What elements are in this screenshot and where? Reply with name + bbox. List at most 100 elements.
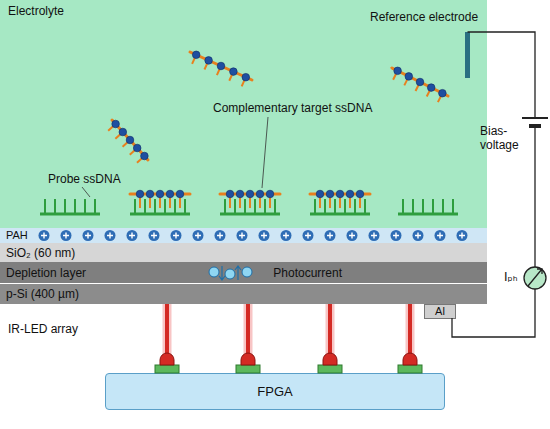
charge-circle [237,230,248,241]
phosphate-charge [236,190,244,198]
dna-strands [40,51,458,214]
base [123,140,130,147]
probe-base [324,199,326,214]
probe-base [44,199,46,214]
target-base [349,194,351,208]
phosphate-charge [166,190,174,198]
depletion-layer: Depletion layerPhotocurrent [0,262,487,283]
target-backbone [220,193,280,196]
phosphate-charge [192,51,200,59]
beam-glow [163,304,172,354]
positive-charge [149,230,160,241]
phosphate-charge [176,190,184,198]
led-label: IR-LED array [8,322,78,336]
fpga-board: FPGA [105,373,445,410]
phosphate-charge [427,84,435,92]
charge-circle [435,230,446,241]
plus-mark [305,233,311,239]
charge-circle [127,230,138,241]
ir-beams [167,304,410,354]
base [438,93,442,102]
beam-glow [406,304,415,354]
base [217,66,221,75]
backbone [112,120,148,160]
led [318,353,342,373]
probe-base [224,199,226,214]
phosphate-charge [405,73,413,81]
probe-base [334,199,336,214]
charge-circle [325,230,336,241]
base [137,156,144,163]
junction-line [0,283,487,284]
ir-beam [246,304,250,354]
probe-base [442,199,444,214]
positive-charge [303,230,314,241]
layer-text: SiO₂ (60 nm) [6,246,75,260]
phosphate-charge [156,190,164,198]
probe-base [54,199,56,214]
phosphate-charge [242,73,250,81]
p-si-substrate: p-Si (400 µm) [0,284,487,304]
probe-base [94,199,96,214]
pah-charges [39,230,468,241]
led-array [155,353,422,373]
charge-circle [369,230,380,241]
battery-symbol [522,118,548,126]
target-backbone [130,193,190,196]
positive-charge [237,230,248,241]
charge-circle [105,230,116,241]
probe-backbone [398,213,458,216]
backbone [392,68,448,96]
probe-base [64,199,66,214]
phosphate-charge [326,190,334,198]
probe-ssdna [40,199,100,214]
base [427,88,431,97]
positive-charge [215,230,226,241]
plus-mark [239,233,245,239]
plus-mark [459,233,465,239]
plus-mark [393,233,399,239]
circuit-wire [452,32,535,337]
probe-label: Probe ssDNA [48,172,121,186]
target-base [339,194,341,208]
phosphate-charge [126,136,134,144]
target-base [249,194,251,208]
ssdna [190,51,252,86]
charge-circle [83,230,94,241]
target-base [329,194,331,208]
led-dome [241,353,255,365]
plus-mark [349,233,355,239]
target-base [139,194,141,208]
led-base [318,365,342,373]
charge-circle [215,230,226,241]
target-base [319,194,321,208]
phosphate-charge [336,190,344,198]
charge-circle [61,230,72,241]
led-base [398,365,422,373]
reference-electrode [465,32,470,78]
ssdna [392,67,448,102]
ir-beam [408,304,412,354]
target-base [259,194,261,208]
beam-glow [244,304,253,354]
charge-circle [347,230,358,241]
layer-text: Electrolyte [8,4,64,18]
positive-charge [457,230,468,241]
positive-charge [39,230,50,241]
charge-circle [39,230,50,241]
target-base [359,194,361,208]
probe-ssdna [398,199,458,214]
charge-circle [457,230,468,241]
base [416,82,420,91]
phosphate-charge [205,57,213,65]
plus-mark [261,233,267,239]
probe-backbone [220,213,280,216]
led-dome [403,353,417,365]
current-label: Iₚₕ [504,270,518,284]
phosphate-charge [394,67,402,75]
ir-beam [165,304,169,354]
target-base [179,194,181,208]
layer-text: Photocurrent [273,266,342,280]
layer-text: p-Si (400 µm) [6,287,79,301]
